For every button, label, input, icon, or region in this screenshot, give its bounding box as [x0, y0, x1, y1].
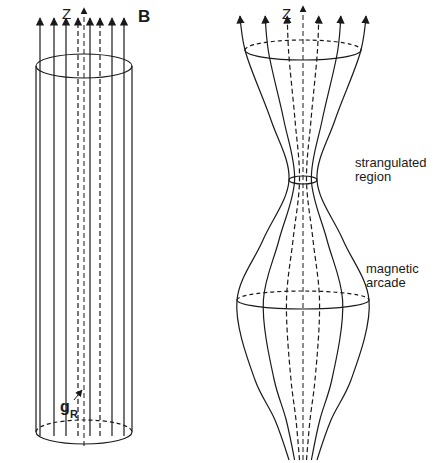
cylinder-side — [131, 66, 132, 432]
cylinder-side — [35, 66, 36, 432]
field-line — [77, 18, 78, 436]
z-axis — [84, 8, 85, 446]
region-label: magnetic arcade — [366, 262, 432, 291]
field-line — [306, 16, 319, 460]
field-line — [286, 16, 299, 460]
field-line — [99, 18, 100, 436]
axis-label: Z — [62, 6, 71, 23]
z-axis — [303, 6, 304, 460]
field-line — [237, 16, 289, 460]
axis-label: Z — [282, 6, 291, 23]
subscript: R — [70, 408, 78, 420]
gravity-label: g — [60, 398, 70, 416]
field-line — [123, 18, 124, 436]
field-line — [53, 18, 54, 436]
field-label: B — [138, 8, 150, 27]
field-line — [311, 16, 342, 460]
field-line — [111, 18, 112, 436]
field-line — [89, 18, 90, 436]
field-line — [65, 18, 66, 436]
field-line — [39, 18, 40, 436]
region-label: strangulated region — [355, 156, 433, 185]
field-line — [263, 16, 294, 460]
field-line — [317, 16, 369, 460]
